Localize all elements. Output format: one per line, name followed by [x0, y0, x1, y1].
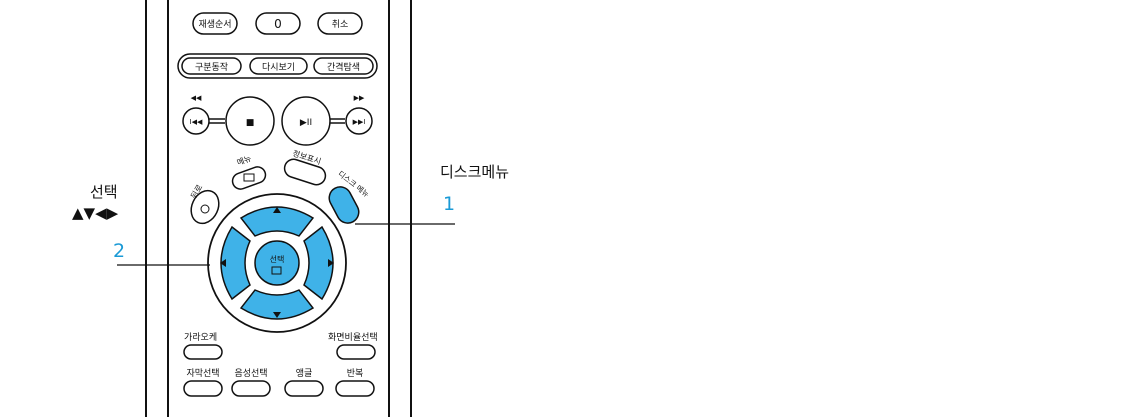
up-arrow-icon [273, 207, 281, 213]
callout-number-2: 2 [113, 240, 125, 262]
select-callout-label: 선택 [90, 183, 118, 201]
right-annotation: 디스크메뉴 1 [440, 163, 509, 215]
repeat-order-button[interactable]: 재생순서 [192, 12, 238, 35]
fast-forward-icon: ▶▶ [354, 94, 365, 102]
subtitle-button[interactable] [183, 380, 223, 397]
left-arrow-icon [220, 259, 226, 267]
info-button[interactable]: 정보표시 [282, 148, 328, 187]
down-arrow-icon [273, 312, 281, 318]
select-button[interactable]: 선택 [254, 240, 300, 286]
arrows-callout-label: ▲▼◀▶ [72, 204, 119, 222]
cancel-label: 취소 [332, 19, 349, 30]
karaoke-button[interactable] [183, 344, 223, 360]
stop-icon: ■ [246, 118, 255, 128]
aspect-ratio-button[interactable] [336, 344, 376, 360]
nav-ring: 선택 [117, 193, 347, 333]
remote-outline [145, 0, 412, 417]
next-button[interactable]: ▶▶I [345, 107, 373, 135]
step-motion-label: 구분동작 [195, 62, 228, 73]
zero-button[interactable]: 0 [255, 12, 301, 35]
nav-right-button[interactable] [303, 225, 334, 301]
play-pause-icon: ▶II [300, 118, 312, 128]
row1-buttons: 재생순서 0 취소 [192, 12, 363, 35]
angle-button[interactable] [284, 380, 324, 397]
bottom-buttons: 가라오케 화면비율선택 자막선택 음성선택 앵글 반복 [183, 332, 378, 397]
audio-label: 음성선택 [234, 368, 267, 379]
menu-button[interactable]: 메뉴 [230, 154, 267, 191]
next-icon: ▶▶I [353, 118, 366, 126]
prev-icon: I◀◀ [190, 118, 203, 126]
repeat-order-label: 재생순서 [198, 19, 231, 30]
replay-label: 다시보기 [262, 62, 295, 73]
transport-row: ◀◀ ▶▶ I◀◀ ■ ▶II ▶▶I [182, 94, 373, 146]
rewind-icon: ◀◀ [191, 94, 202, 102]
nav-left-button[interactable] [220, 225, 251, 301]
row2-buttons: 구분동작 다시보기 간격탐색 [177, 53, 378, 79]
select-label: 선택 [270, 254, 285, 264]
disc-menu-callout-label: 디스크메뉴 [440, 163, 509, 181]
audio-button[interactable] [231, 380, 271, 397]
menu-icon [243, 173, 255, 182]
play-pause-button[interactable]: ▶II [281, 96, 331, 146]
menu-label: 메뉴 [236, 154, 253, 167]
interval-search-button[interactable]: 간격탐색 [313, 57, 374, 75]
prev-button[interactable]: I◀◀ [182, 107, 210, 135]
disc-menu-button[interactable]: 디스크 메뉴 [325, 169, 371, 227]
left-annotation: 선택 ▲▼◀▶ 2 [72, 183, 125, 262]
zero-label: 0 [274, 17, 282, 31]
karaoke-label: 가라오케 [184, 332, 217, 343]
step-motion-button[interactable]: 구분동작 [181, 57, 242, 75]
subtitle-label: 자막선택 [186, 368, 219, 379]
interval-search-label: 간격탐색 [327, 61, 360, 73]
callout-number-1: 1 [443, 193, 455, 215]
right-arrow-icon [328, 259, 334, 267]
stop-button[interactable]: ■ [225, 96, 275, 146]
cancel-button[interactable]: 취소 [317, 12, 363, 35]
enter-icon [271, 266, 282, 275]
nav-down-button[interactable] [239, 289, 315, 320]
row2-frame [177, 53, 378, 79]
repeat-label: 반복 [347, 368, 364, 379]
aspect-ratio-label: 화면비율선택 [328, 332, 378, 343]
back-icon [200, 204, 210, 214]
repeat-button[interactable] [335, 380, 375, 397]
nav-up-button[interactable] [239, 206, 315, 237]
replay-button[interactable]: 다시보기 [249, 57, 308, 75]
angle-label: 앵글 [296, 368, 313, 379]
back-button[interactable]: 뒤로 [186, 183, 224, 228]
